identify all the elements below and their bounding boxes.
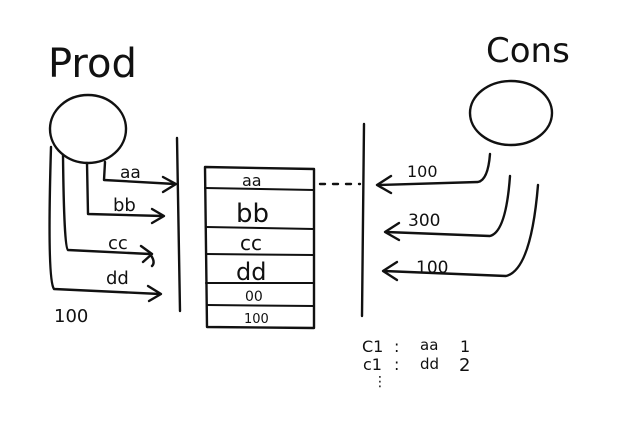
queue-cell-100: 100 xyxy=(244,312,269,327)
queue-cell-00: 00 xyxy=(245,289,263,305)
producer-arrow-cc xyxy=(61,153,155,268)
consumer-fetch-100: 100 xyxy=(407,162,438,181)
offset-colon: : xyxy=(394,355,399,374)
offset-consumer: C1 xyxy=(362,337,383,356)
queue-stack: aa bb cc dd 00 100 xyxy=(203,165,316,330)
producer-message-dd: dd xyxy=(106,268,129,289)
offset-message: aa xyxy=(420,336,438,354)
consumer-arrow-300 xyxy=(384,174,512,238)
offset-notes: C1 : aa 1 c1 : dd 2 ⋮ xyxy=(362,336,470,390)
offset-ellipsis: ⋮ xyxy=(373,374,387,390)
arrowhead xyxy=(375,174,393,195)
consumer-arrow-100 xyxy=(376,152,492,187)
producer-count: 100 xyxy=(54,306,88,327)
consumer-fetch-300: 300 xyxy=(408,211,440,231)
offset-consumer: c1 xyxy=(363,355,382,374)
arrowhead xyxy=(146,284,163,303)
queue-cell-aa: aa xyxy=(242,171,262,190)
queue-outline xyxy=(203,165,316,330)
consumer-group: Cons 100 300 100 xyxy=(375,31,570,282)
producer-message-aa: aa xyxy=(120,163,141,183)
arrowhead xyxy=(139,244,154,264)
producer-circle xyxy=(48,93,128,165)
producer-message-bb: bb xyxy=(113,195,136,216)
consumer-title: Cons xyxy=(486,31,570,71)
consumer-divider xyxy=(360,122,366,318)
offset-message: dd xyxy=(420,355,439,373)
queue-cell-dd: dd xyxy=(236,258,266,286)
queue-cell-bb: bb xyxy=(236,199,269,229)
arrowhead xyxy=(383,221,401,242)
producer-message-cc: cc xyxy=(108,233,128,254)
queue-row-divider xyxy=(205,253,315,256)
arrowhead xyxy=(381,260,399,282)
arrowhead xyxy=(161,175,178,194)
offset-colon: : xyxy=(394,337,399,356)
offset-position: 1 xyxy=(460,337,470,356)
queue-cell-cc: cc xyxy=(240,231,262,255)
producer-arrow-bb xyxy=(85,161,165,218)
queue-row-divider xyxy=(206,304,315,307)
producer-group: Prod aa bb cc dd 100 xyxy=(48,41,178,327)
consumer-fetch-100-b: 100 xyxy=(416,258,448,278)
producer-divider xyxy=(175,136,182,313)
producer-title: Prod xyxy=(48,41,137,87)
queue-row-divider xyxy=(205,226,315,230)
consumer-circle xyxy=(468,79,554,147)
producer-arrow-dd xyxy=(48,145,162,296)
arrowhead xyxy=(150,207,166,225)
consumer-arrow-100-b xyxy=(382,183,540,278)
queue-row-divider xyxy=(204,187,315,191)
offset-position: 2 xyxy=(459,355,470,376)
producer-arrow-aa xyxy=(102,160,177,186)
